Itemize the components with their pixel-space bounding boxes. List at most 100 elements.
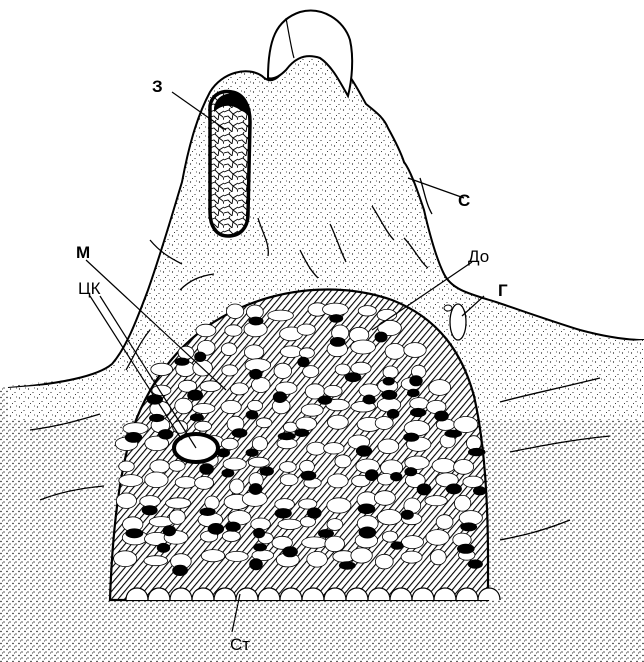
core-cell <box>225 325 242 336</box>
dark-nucleus <box>190 413 204 421</box>
dark-nucleus <box>401 510 414 520</box>
dark-nucleus <box>253 528 265 538</box>
dark-nucleus <box>163 525 176 536</box>
dark-nucleus <box>403 433 419 442</box>
core-cell <box>301 404 323 416</box>
core-cell <box>404 343 426 358</box>
dark-nucleus <box>249 558 263 570</box>
core-cell <box>351 548 372 563</box>
core-cell <box>226 551 249 561</box>
dark-nucleus <box>339 561 356 569</box>
core-cell <box>274 363 292 378</box>
dark-nucleus <box>307 507 322 518</box>
label-st: Ст <box>230 635 250 654</box>
dark-nucleus <box>434 411 449 422</box>
dark-nucleus <box>375 332 388 343</box>
core-cell <box>226 304 243 319</box>
dark-nucleus <box>381 390 397 400</box>
sensory-body-z <box>210 92 250 236</box>
core-cell <box>425 496 447 506</box>
dark-nucleus <box>273 391 287 403</box>
core-cell <box>463 476 483 487</box>
dark-nucleus <box>249 317 264 326</box>
dark-nucleus <box>222 469 235 478</box>
core-cell <box>454 417 478 433</box>
core-cell <box>201 550 225 562</box>
core-cell <box>222 531 240 542</box>
dark-nucleus <box>199 463 214 475</box>
core-cell <box>324 443 344 454</box>
core-cell <box>278 519 302 529</box>
core-cell <box>328 415 349 429</box>
dark-nucleus <box>473 486 486 495</box>
dark-nucleus <box>365 469 379 481</box>
core-cell <box>205 496 219 510</box>
core-cell <box>151 363 173 375</box>
core-cell <box>268 310 294 321</box>
label-s: С <box>458 191 470 210</box>
core-cell <box>296 417 317 431</box>
dark-nucleus <box>404 467 417 476</box>
label-do: До <box>468 247 489 266</box>
core-cell <box>280 346 302 358</box>
core-cell <box>430 550 446 565</box>
core-cell <box>303 366 319 378</box>
dark-nucleus <box>246 449 259 457</box>
dark-nucleus <box>249 369 262 380</box>
core-cell <box>402 536 424 549</box>
dark-nucleus <box>391 541 404 549</box>
dark-nucleus <box>444 430 462 438</box>
core-cell <box>221 438 238 449</box>
core-cell <box>454 460 474 475</box>
dark-nucleus <box>208 523 224 535</box>
core-cell <box>248 400 263 411</box>
core-cell <box>378 439 399 454</box>
core-cell <box>375 554 393 569</box>
dark-nucleus <box>158 429 173 439</box>
dark-nucleus <box>468 559 483 568</box>
core-cell <box>429 380 451 396</box>
dark-nucleus <box>187 390 203 401</box>
core-cell <box>222 365 238 376</box>
dark-nucleus <box>232 428 248 438</box>
dark-nucleus <box>294 429 309 437</box>
core-cell <box>140 496 161 507</box>
dark-nucleus <box>149 414 165 422</box>
core-cell <box>280 462 297 473</box>
dark-nucleus <box>358 504 376 515</box>
dark-nucleus <box>194 352 206 362</box>
label-z: З <box>152 77 163 96</box>
dark-nucleus <box>301 471 317 481</box>
dark-nucleus <box>329 314 343 323</box>
dark-nucleus <box>246 410 259 419</box>
core-cell <box>166 498 191 509</box>
core-cell <box>252 437 267 451</box>
core-cell <box>119 475 143 487</box>
dark-nucleus <box>172 565 188 576</box>
core-cell <box>307 552 328 568</box>
core-cell <box>327 498 351 513</box>
core-cell <box>175 398 193 414</box>
core-cell <box>454 495 470 511</box>
core-cell <box>283 422 297 432</box>
core-cell <box>358 306 376 316</box>
core-cell <box>325 536 345 552</box>
core-cell <box>244 345 263 359</box>
dark-nucleus <box>356 445 372 456</box>
dark-nucleus <box>142 505 158 515</box>
core-cell <box>401 551 422 563</box>
core-cell <box>299 348 314 358</box>
dark-nucleus <box>468 448 486 456</box>
core-cell <box>223 458 246 470</box>
dark-nucleus <box>275 508 292 518</box>
dark-nucleus <box>125 528 143 538</box>
core-cell <box>426 530 449 546</box>
dark-nucleus <box>282 546 298 557</box>
dark-nucleus <box>253 543 267 551</box>
dark-nucleus <box>383 377 395 386</box>
core-cell <box>119 461 135 472</box>
core-cell <box>248 457 269 467</box>
core-cell <box>302 537 328 548</box>
core-cell <box>195 421 212 431</box>
core-cell <box>374 491 395 506</box>
